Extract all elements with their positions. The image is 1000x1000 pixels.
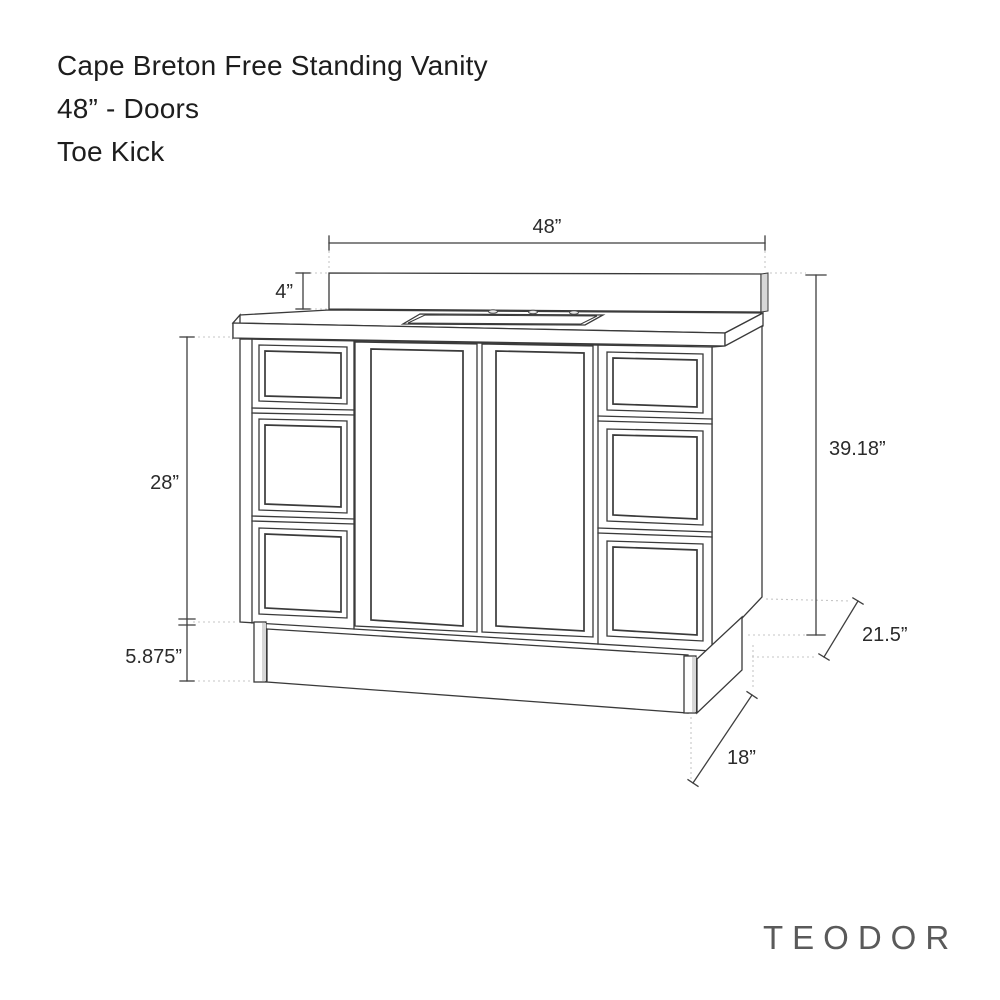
dim-backsplash-4: 4” — [275, 272, 311, 310]
sink-cutout — [400, 309, 606, 326]
dim-width-label: 48” — [533, 216, 562, 238]
backsplash-edge — [760, 272, 769, 313]
title-line-size: 48” - Doors — [57, 93, 200, 124]
dim-toekick-label: 5.875” — [125, 646, 182, 668]
countertop — [231, 309, 764, 348]
faucet-hole-right — [569, 310, 579, 315]
toe-kick-side — [696, 615, 743, 715]
countertop-right-edge — [724, 311, 764, 348]
title-line-product: Cape Breton Free Standing Vanity — [57, 50, 488, 81]
dim-depth-top-label: 21.5” — [862, 624, 908, 646]
faucet-hole-center — [528, 309, 538, 315]
dim-cabinet-28: 28” 5.875” — [125, 336, 196, 682]
dim-cabinet-label: 28” — [150, 472, 179, 494]
dim-width-48: 48” — [328, 216, 766, 251]
drawer-front — [258, 344, 348, 405]
drawer-front — [606, 540, 704, 642]
dim-depth-floor-18: 18” — [687, 690, 758, 788]
cabinet-side-panel — [711, 324, 763, 652]
left-door — [354, 341, 478, 633]
dim-overall-label: 39.18” — [829, 438, 886, 460]
right-drawer-stack — [597, 351, 713, 642]
right-door — [481, 343, 594, 638]
dim-depth-top-215: 21.5” — [818, 597, 908, 661]
title-block: Cape Breton Free Standing Vanity 48” - D… — [57, 44, 488, 173]
toe-kick — [253, 615, 743, 715]
dim-depth-floor-label: 18” — [727, 747, 756, 769]
brand-logo: TEODOR — [763, 919, 959, 956]
backsplash — [328, 272, 769, 313]
toe-kick-right-leg — [683, 655, 697, 714]
toe-kick-left-leg — [253, 621, 267, 683]
drawer-front — [606, 428, 704, 526]
drawer-front — [258, 527, 348, 619]
reference-lines — [193, 251, 852, 779]
drawer-front — [606, 351, 704, 414]
faucet-hole-left — [488, 309, 498, 314]
title-line-variant: Toe Kick — [57, 136, 165, 167]
drawer-front — [258, 418, 348, 514]
left-drawer-stack — [251, 344, 355, 619]
cabinet-front — [239, 338, 713, 652]
dim-overall-3918: 39.18” — [805, 274, 886, 636]
dim-backsplash-label: 4” — [275, 281, 293, 303]
